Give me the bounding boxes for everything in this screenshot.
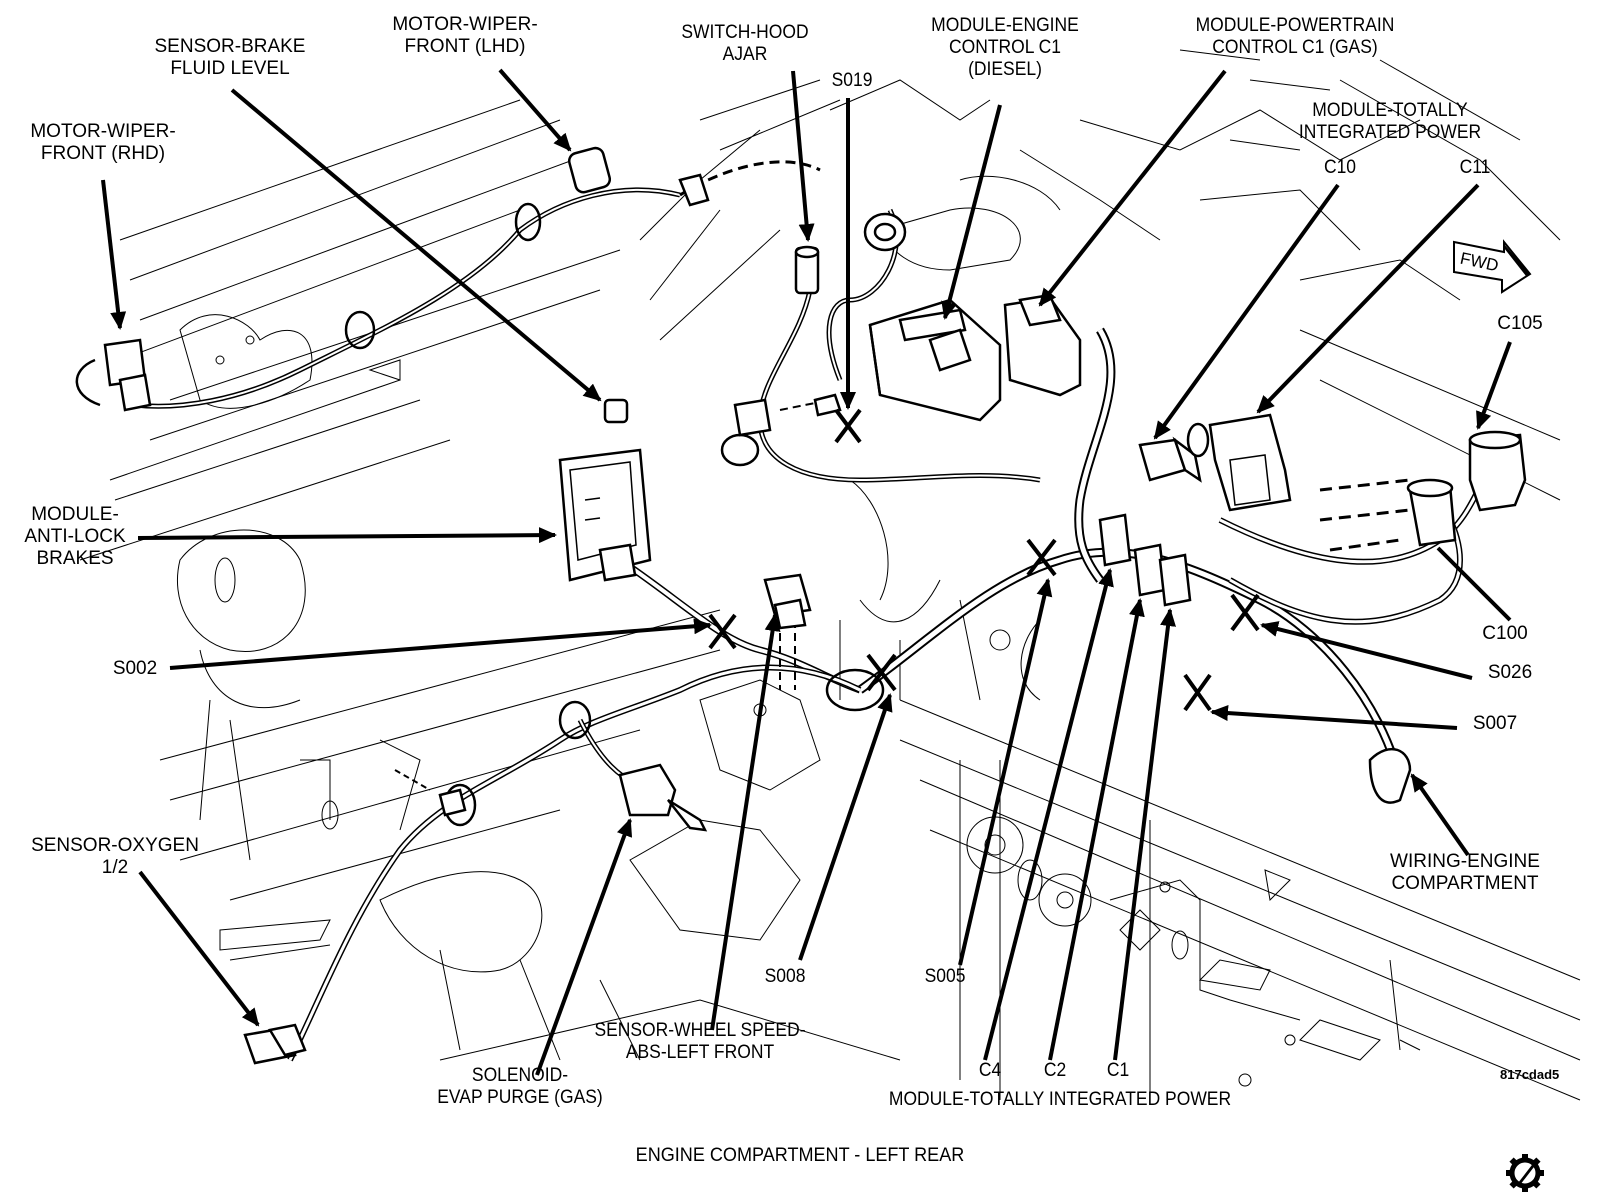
label-sensor-brake-fluid-level: SENSOR-BRAKE FLUID LEVEL <box>154 36 306 79</box>
leader-s002 <box>169 618 712 670</box>
label-module-anti-lock-brakes: MODULE- ANTI-LOCK BRAKES <box>24 504 126 569</box>
label-motor-wiper-front-rhd: MOTOR-WIPER- FRONT (RHD) <box>30 121 176 164</box>
figure-code: 817cdad5 <box>1500 1067 1560 1082</box>
leader-c1 <box>1113 608 1176 1061</box>
leader-s007 <box>1210 705 1458 730</box>
label-module-totally-integrated-power-bottom: MODULE-TOTALLY INTEGRATED POWER <box>888 1089 1232 1110</box>
leader-motor-wiper-rhd <box>101 179 127 330</box>
label-c100: C100 <box>1482 623 1528 644</box>
label-switch-hood-ajar: SWITCH-HOOD AJAR <box>681 22 809 65</box>
label-s005: S005 <box>924 966 966 987</box>
motor-wiper-front-rhd-connector <box>75 338 152 412</box>
leader-module-engine-control <box>941 104 1002 320</box>
leader-sensor-oxygen <box>138 870 260 1027</box>
splice-marker-s005 <box>1026 538 1057 577</box>
label-module-engine-control-c1-diesel: MODULE-ENGINE CONTROL C1 (DIESEL) <box>931 15 1079 80</box>
label-wiring-engine-compartment: WIRING-ENGINE COMPARTMENT <box>1390 851 1540 894</box>
label-module-powertrain-control-c1-gas: MODULE-POWERTRAIN CONTROL C1 (GAS) <box>1195 15 1395 58</box>
label-c1: C1 <box>1106 1060 1130 1081</box>
forward-arrow-icon: FWD <box>1453 239 1532 294</box>
label-motor-wiper-front-lhd: MOTOR-WIPER- FRONT (LHD) <box>392 14 538 57</box>
label-module-totally-integrated-power-top: MODULE-TOTALLY INTEGRATED POWER <box>1298 100 1482 143</box>
splice-markers <box>708 408 1260 712</box>
label-s008: S008 <box>764 966 806 987</box>
module-anti-lock-brakes-body <box>558 448 652 582</box>
leader-lines <box>101 68 1512 1076</box>
splice-marker-s002 <box>708 613 737 650</box>
sensor-oxygen-connector <box>243 1023 307 1065</box>
leader-c10 <box>1153 183 1340 440</box>
leader-c4 <box>983 568 1114 1061</box>
label-s019: S019 <box>831 70 873 91</box>
solenoid-evap-purge-body <box>558 700 708 832</box>
module-engine-control-diesel-body <box>868 298 1002 422</box>
label-s026: S026 <box>1487 662 1533 683</box>
leader-s026 <box>1260 621 1473 680</box>
label-s007: S007 <box>1472 713 1518 734</box>
leader-module-powertrain-control <box>1038 69 1227 307</box>
leader-sensor-brake-fluid <box>230 88 602 402</box>
splice-marker-s008 <box>866 653 897 692</box>
tipm-connector-c1 <box>1158 553 1192 607</box>
vehicle-body-structure <box>79 49 1581 1101</box>
leader-switch-hood-ajar <box>791 70 815 242</box>
splice-marker-s019 <box>834 408 862 444</box>
diagram-title: ENGINE COMPARTMENT - LEFT REAR <box>635 1145 965 1166</box>
label-c105: C105 <box>1497 313 1543 334</box>
leader-motor-wiper-lhd <box>498 68 572 152</box>
label-sensor-wheel-speed-abs-left-front: SENSOR-WHEEL SPEED- ABS-LEFT FRONT <box>594 1020 806 1063</box>
connector-c100 <box>1406 478 1457 547</box>
leader-sensor-wheel-speed <box>710 613 781 1031</box>
components <box>75 146 1527 1065</box>
tipm-connector-c11 <box>1186 413 1292 512</box>
sensor-brake-fluid-level-connector <box>603 398 629 424</box>
connector-c105 <box>1468 430 1527 512</box>
label-s002: S002 <box>112 658 158 679</box>
label-c4: C4 <box>978 1060 1002 1081</box>
leader-c100 <box>1436 546 1512 622</box>
module-powertrain-control-gas-connector <box>1003 293 1082 397</box>
leader-s005 <box>958 578 1053 966</box>
leader-wiring-engine <box>1410 773 1470 857</box>
label-c11: C11 <box>1459 157 1491 178</box>
splice-marker-s007 <box>1183 673 1212 712</box>
motor-wiper-front-lhd-connector <box>567 146 612 194</box>
splice-marker-s026 <box>1230 593 1260 632</box>
leader-c2 <box>1048 598 1145 1061</box>
leader-solenoid-evap <box>535 818 633 1076</box>
label-sensor-oxygen-1-2: SENSOR-OXYGEN 1/2 <box>31 835 199 878</box>
leader-module-anti-lock <box>137 527 557 544</box>
sensor-wheel-speed-connector <box>763 573 812 630</box>
leader-s008 <box>798 693 893 961</box>
leader-c105 <box>1476 341 1512 430</box>
label-c10: C10 <box>1323 157 1357 178</box>
label-c2: C2 <box>1043 1060 1067 1081</box>
label-solenoid-evap-purge-gas: SOLENOID- EVAP PURGE (GAS) <box>437 1065 603 1108</box>
leader-c11 <box>1256 183 1480 414</box>
tipm-connector-c4 <box>1098 513 1132 567</box>
tipm-connector-c10 <box>1138 436 1202 483</box>
switch-hood-ajar-body <box>794 245 820 295</box>
